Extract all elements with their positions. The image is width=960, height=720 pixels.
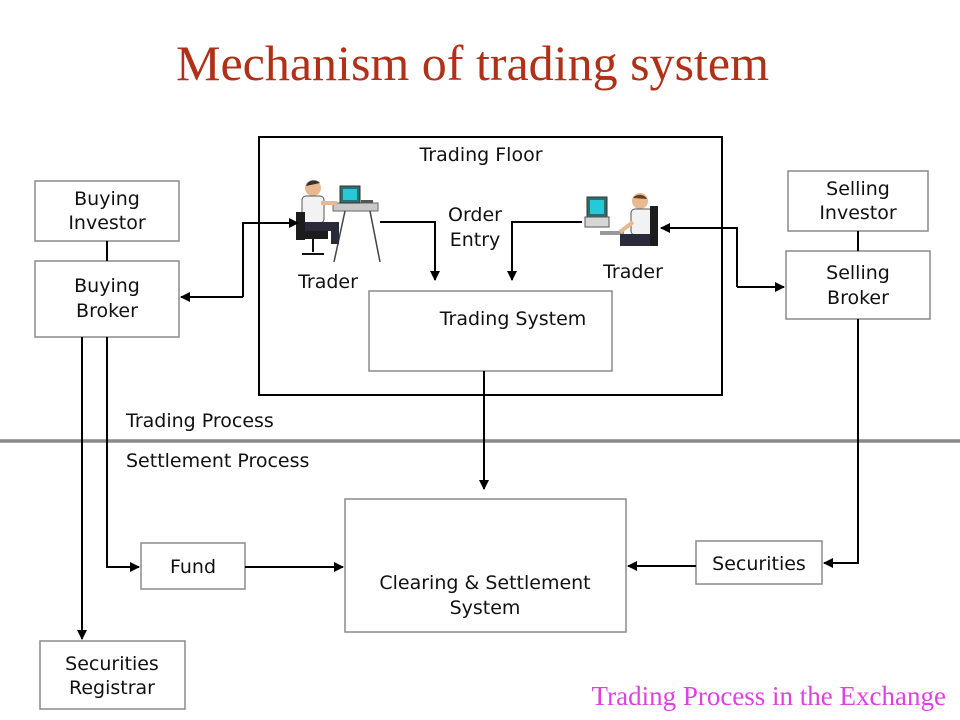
arrow-to-left-trader bbox=[242, 218, 299, 297]
fund-box bbox=[140, 542, 246, 590]
trader-right-label: Trader bbox=[602, 261, 663, 283]
trading-system-label: Trading System bbox=[439, 308, 587, 330]
trading-system-box bbox=[368, 290, 613, 372]
selling-investor-line-1: Selling bbox=[826, 178, 890, 200]
securities-registrar-line-2: Registrar bbox=[69, 677, 155, 699]
clearing-settlement-box bbox=[344, 498, 627, 633]
arrow-right-order-entry bbox=[507, 221, 582, 281]
buying-investor-line-2: Investor bbox=[68, 212, 146, 234]
selling-broker-line-2: Broker bbox=[827, 287, 889, 309]
trading-floor-box bbox=[258, 136, 723, 396]
buying-investor-box bbox=[34, 180, 180, 242]
trading-floor-label: Trading Floor bbox=[418, 144, 542, 166]
buying-broker-box bbox=[34, 260, 180, 338]
settlement-process-label: Settlement Process bbox=[126, 450, 309, 472]
buying-broker-line-1: Buying bbox=[74, 275, 140, 297]
buying-broker-line-2: Broker bbox=[76, 300, 138, 322]
selling-investor-box bbox=[787, 170, 929, 232]
arrow-to-right-trader bbox=[660, 223, 738, 287]
trader-left-icon bbox=[296, 180, 381, 263]
selling-broker-box bbox=[785, 250, 931, 320]
trading-process-label: Trading Process bbox=[125, 410, 274, 432]
securities-registrar-box bbox=[39, 640, 186, 710]
page-title: Mechanism of trading system bbox=[176, 35, 769, 91]
selling-investor-line-2: Investor bbox=[819, 202, 897, 224]
arrow-broker-to-securities bbox=[823, 319, 859, 568]
fund-label: Fund bbox=[170, 556, 216, 578]
arrow-broker-to-fund bbox=[106, 337, 140, 572]
trader-right-icon bbox=[584, 193, 658, 246]
trader-left-label: Trader bbox=[297, 271, 358, 293]
selling-broker-line-1: Selling bbox=[826, 262, 890, 284]
buying-investor-line-1: Buying bbox=[74, 188, 140, 210]
clearing-settlement-line-1: Clearing & Settlement bbox=[379, 572, 590, 594]
securities-box bbox=[695, 540, 823, 585]
footer-caption: Trading Process in the Exchange bbox=[591, 681, 946, 711]
arrow-left-order-entry bbox=[380, 221, 440, 281]
securities-registrar-line-1: Securities bbox=[65, 653, 159, 675]
securities-label: Securities bbox=[712, 553, 806, 575]
order-entry-line-1: Order bbox=[448, 204, 502, 226]
clearing-settlement-line-2: System bbox=[450, 597, 521, 619]
order-entry-line-2: Entry bbox=[450, 229, 501, 251]
